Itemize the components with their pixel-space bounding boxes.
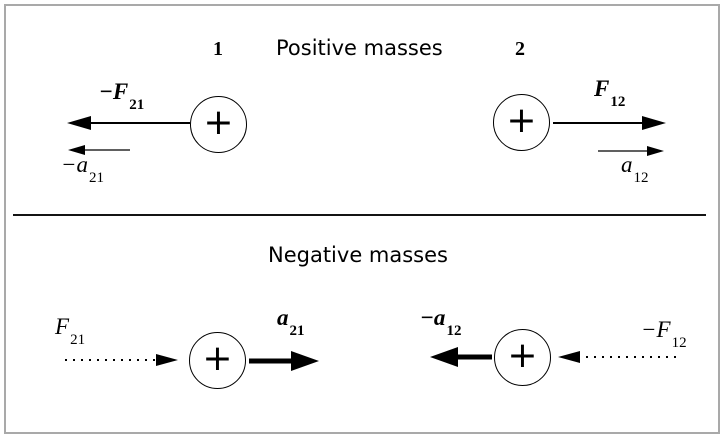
accel-arrow-a21-left-icon — [68, 145, 130, 155]
dotted-force-arrow-f21-right-icon — [65, 354, 178, 366]
accel-label-a21: a21 — [277, 305, 305, 339]
force-label-neg-f21: −F21 — [99, 79, 145, 113]
accel-label-neg-a12: −a12 — [420, 305, 462, 339]
negative-masses-title: Negative masses — [268, 243, 448, 267]
mass-2-number: 2 — [515, 38, 525, 60]
positive-masses-title: Positive masses — [276, 36, 443, 60]
negative-mass-2-circle: + — [494, 329, 551, 386]
plus-sign-icon: + — [506, 100, 537, 141]
positive-mass-2-circle: + — [493, 94, 550, 151]
mass-1-number: 1 — [213, 38, 223, 60]
accel-arrow-a12-right-icon — [598, 146, 664, 156]
accel-label-a12: a12 — [621, 152, 649, 186]
dotted-force-arrow-f12-left-icon — [558, 351, 676, 363]
plus-sign-icon: + — [507, 335, 538, 376]
force-arrow-f12-right-icon — [553, 116, 666, 130]
accel-label-neg-a21: −a21 — [61, 152, 105, 186]
negative-mass-1-circle: + — [189, 332, 246, 389]
force-label-f12: F12 — [594, 76, 626, 110]
bold-accel-arrow-a12-left-icon — [430, 347, 492, 367]
force-label-f21: F21 — [55, 314, 86, 348]
bold-accel-arrow-a21-right-icon — [249, 351, 319, 371]
positive-mass-1-circle: + — [190, 96, 247, 153]
force-label-neg-f12: −F12 — [641, 317, 687, 351]
section-divider — [13, 214, 706, 216]
plus-sign-icon: + — [203, 102, 234, 143]
force-arrow-f21-left-icon — [67, 116, 190, 130]
plus-sign-icon: + — [202, 338, 233, 379]
